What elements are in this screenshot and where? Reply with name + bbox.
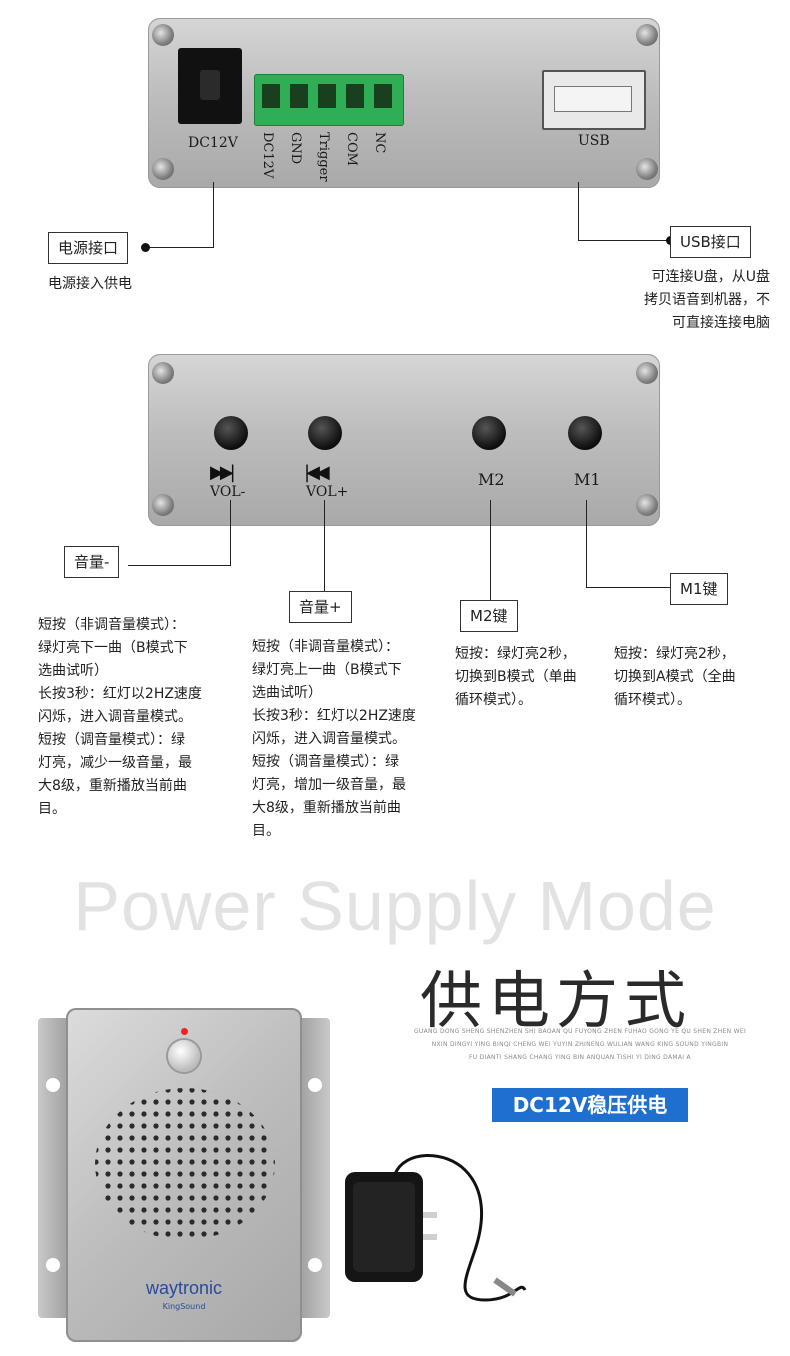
power-callout-line-h	[148, 247, 214, 248]
screw-bottom-left	[152, 494, 174, 516]
back-panel: DC12V DC12V GND Trigger COM NC USB	[148, 18, 660, 188]
usb-callout-line-v	[578, 182, 579, 240]
vol-plus-desc-line: 闪烁，进入调音量模式。	[252, 731, 406, 747]
usb-port-title: USB接口	[670, 226, 751, 258]
dc-label: DC12V	[188, 135, 238, 151]
vol-plus-desc-line: 短按（非调音量模式）：	[252, 639, 399, 655]
vol-minus-desc-line: 选曲试听）	[38, 663, 108, 679]
led-indicator	[181, 1028, 188, 1035]
screw-bottom-right	[636, 494, 658, 516]
power-title-en: Power Supply Mode	[73, 867, 717, 945]
m2-desc-line: 切换到B模式（单曲	[455, 669, 577, 685]
vol-plus-desc-line: 大8级，重新播放当前曲	[252, 800, 401, 816]
pir-sensor	[168, 1040, 200, 1072]
sub-brand: KingSound	[162, 1302, 206, 1311]
m1-desc-line: 切换到A模式（全曲	[614, 669, 736, 685]
m2-desc-line: 短按：绿灯亮2秒，	[455, 646, 576, 662]
next-track-icon: ▶▶|	[210, 462, 236, 483]
m2-label: M2	[478, 470, 505, 489]
vol-plus-desc-line: 短按（调音量模式）：绿	[252, 754, 399, 770]
vol-plus-desc-line: 灯亮，增加一级音量，最	[252, 777, 406, 793]
pinyin-line-3: FU DIANTI SHANG CHANG YING BIN ANQUAN TI…	[469, 1054, 691, 1061]
m2-key-description: 短按：绿灯亮2秒， 切换到B模式（单曲 循环模式）。	[455, 643, 615, 712]
m1-key-description: 短按：绿灯亮2秒， 切换到A模式（全曲 循环模式）。	[614, 643, 784, 712]
m2-desc-line: 循环模式）。	[455, 692, 532, 708]
vol-minus-desc-line: 大8级，重新播放当前曲	[38, 778, 187, 794]
vol-minus-title: 音量-	[64, 546, 120, 578]
screw-bottom-right	[636, 158, 658, 180]
device-illustration: waytronic KingSound	[38, 1008, 330, 1342]
power-port-title: 电源接口	[48, 232, 129, 264]
vol-minus-desc-line: 目。	[38, 801, 66, 817]
vol-minus-button[interactable]	[214, 416, 248, 450]
vol-plus-desc-line: 绿灯亮上一曲（B模式下	[252, 662, 402, 678]
usb-label: USB	[578, 133, 610, 149]
terminal-block	[254, 74, 404, 126]
vol-minus-line-v	[230, 500, 231, 566]
m1-button[interactable]	[568, 416, 602, 450]
vol-plus-desc-line: 目。	[252, 823, 280, 839]
m1-line-v	[586, 500, 587, 588]
vol-plus-button[interactable]	[308, 416, 342, 450]
vol-minus-desc-line: 闪烁，进入调音量模式。	[38, 709, 192, 725]
usb-desc-line-3: 可直接连接电脑	[672, 315, 770, 331]
screw-top-right	[636, 24, 658, 46]
vol-minus-line-h	[128, 565, 231, 566]
m2-button[interactable]	[472, 416, 506, 450]
m2-line-v	[490, 500, 491, 600]
pinyin-line-2: NXIN DINGYI YING BINQI CHENG WEI YUYIN Z…	[431, 1041, 729, 1048]
vol-plus-desc-line: 选曲试听）	[252, 685, 322, 701]
screw-top-right	[636, 362, 658, 384]
screw-bottom-left	[152, 158, 174, 180]
power-port-description: 电源接入供电	[48, 276, 132, 292]
power-title-cn: 供电方式	[420, 964, 693, 1037]
usb-desc-line-1: 可连接U盘，从U盘	[651, 269, 771, 285]
front-panel: ▶▶| |◀◀ VOL- VOL+ M2 M1	[148, 354, 660, 526]
vol-plus-label: VOL+	[306, 484, 349, 500]
vol-minus-desc-line: 长按3秒：红灯以2HZ速度	[38, 686, 202, 702]
vol-minus-desc-line: 短按（调音量模式）：绿	[38, 732, 185, 748]
vol-plus-desc-line: 长按3秒：红灯以2HZ速度	[252, 708, 416, 724]
power-adapter-illustration	[345, 1154, 527, 1302]
prev-track-icon: |◀◀	[304, 462, 330, 483]
dc-jack	[178, 48, 242, 124]
terminal-label-dc12v: DC12V	[260, 132, 275, 179]
m1-desc-line: 短按：绿灯亮2秒，	[614, 646, 735, 662]
vol-plus-title: 音量+	[289, 591, 352, 623]
vol-minus-desc-line: 灯亮，减少一级音量，最	[38, 755, 192, 771]
power-badge: DC12V稳压供电	[492, 1088, 688, 1122]
terminal-label-com: COM	[344, 132, 359, 166]
power-callout-dot	[141, 243, 150, 252]
m1-line-h	[586, 587, 670, 588]
m1-desc-line: 循环模式）。	[614, 692, 691, 708]
usb-port-description: 可连接U盘，从U盘 拷贝语音到机器，不 可直接连接电脑	[560, 266, 770, 335]
power-callout-line-v	[213, 182, 214, 248]
vol-plus-description: 短按（非调音量模式）： 绿灯亮上一曲（B模式下 选曲试听） 长按3秒：红灯以2H…	[252, 636, 452, 843]
m2-key-title: M2键	[460, 600, 518, 632]
terminal-label-nc: NC	[372, 132, 387, 154]
usb-port	[542, 70, 646, 130]
screw-top-left	[152, 362, 174, 384]
screw-top-left	[152, 24, 174, 46]
m1-label: M1	[574, 470, 601, 489]
vol-minus-desc-line: 短按（非调音量模式）：	[38, 617, 185, 633]
m1-key-title: M1键	[670, 573, 728, 605]
usb-desc-line-2: 拷贝语音到机器，不	[644, 292, 770, 308]
terminal-label-gnd: GND	[288, 132, 303, 165]
terminal-label-trigger: Trigger	[316, 132, 331, 182]
brand-logo: waytronic	[145, 1278, 223, 1298]
vol-minus-label: VOL-	[210, 484, 246, 500]
pinyin-line-1: GUANG DONG SHENG SHENZHEN SHI BAOAN QU F…	[413, 1028, 747, 1035]
usb-callout-line-h	[578, 240, 672, 241]
vol-minus-desc-line: 绿灯亮下一曲（B模式下	[38, 640, 188, 656]
vol-minus-description: 短按（非调音量模式）： 绿灯亮下一曲（B模式下 选曲试听） 长按3秒：红灯以2H…	[38, 614, 238, 821]
vol-plus-line-v	[324, 500, 325, 592]
speaker-grille	[95, 1088, 275, 1240]
